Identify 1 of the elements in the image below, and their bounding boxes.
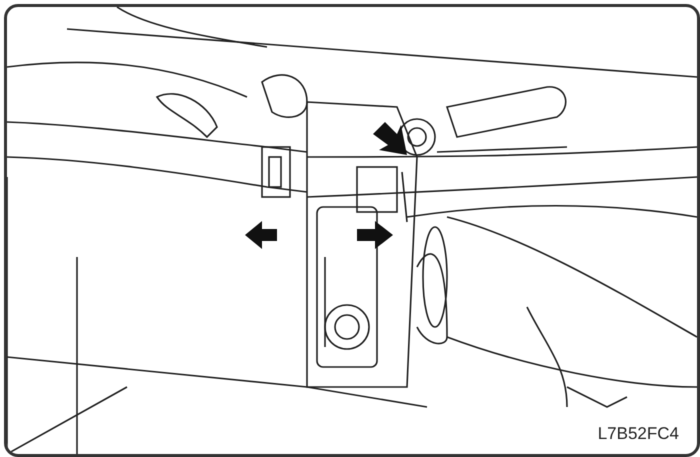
figure-code: L7B52FC4 — [598, 424, 679, 444]
